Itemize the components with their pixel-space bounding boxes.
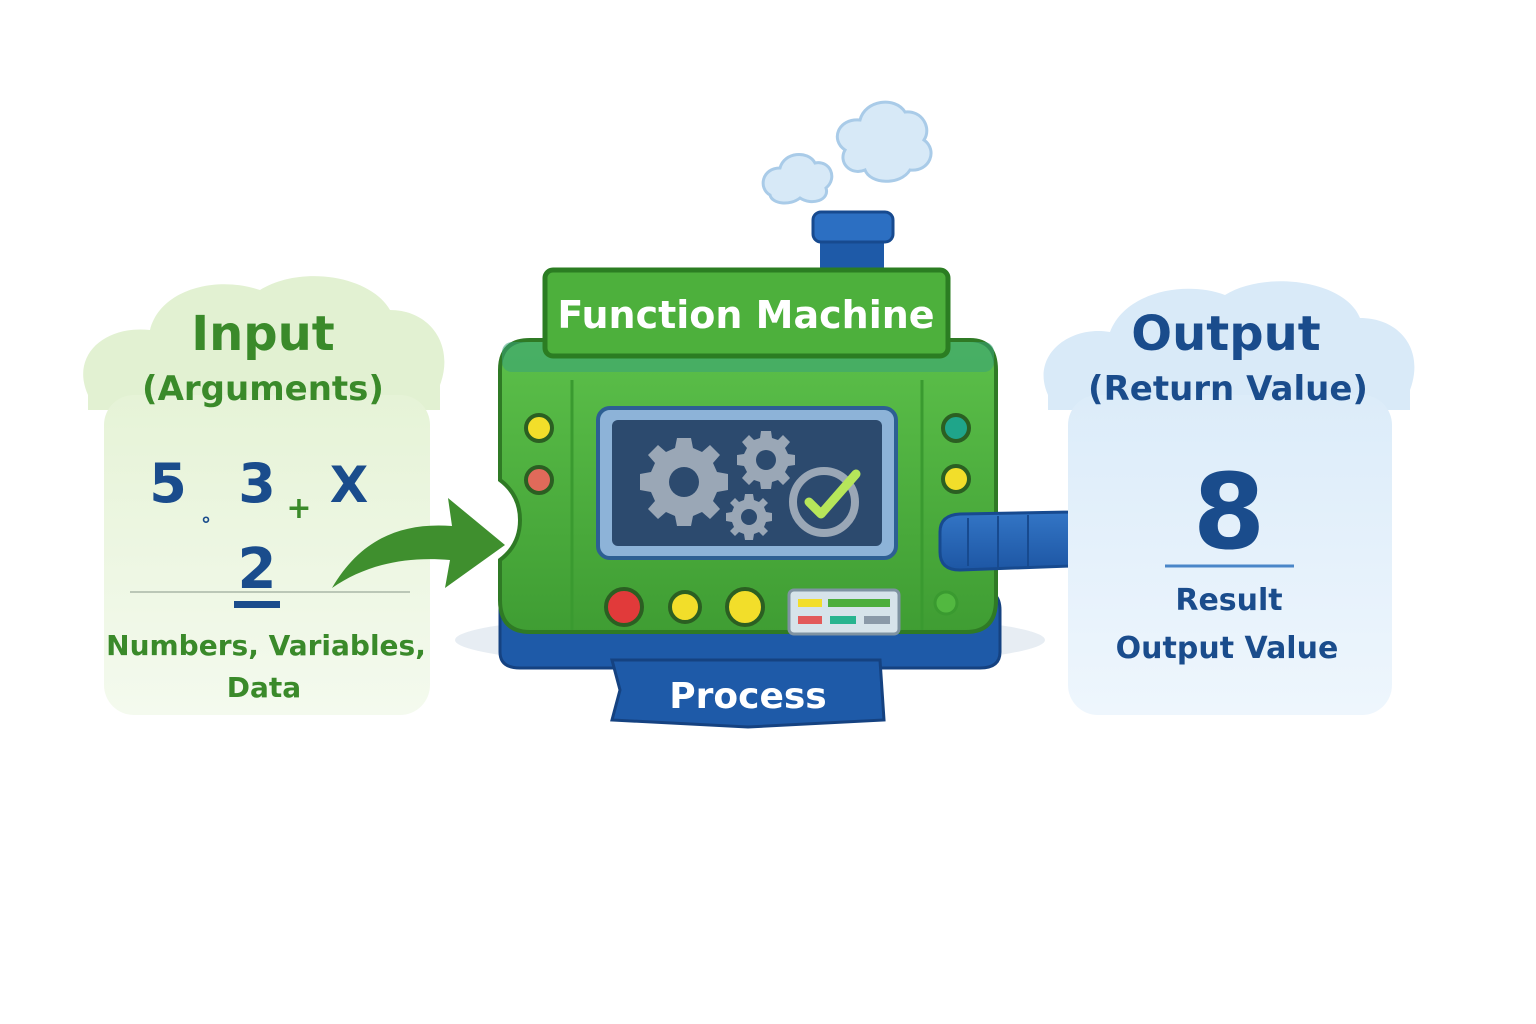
- output-caption-line2: Output Value: [1116, 631, 1339, 666]
- process-ribbon: [610, 658, 886, 729]
- indicator-light-teal-right: [941, 413, 971, 443]
- indicator-light-yellow-left: [524, 413, 554, 443]
- indicator-light-yellow-right: [941, 464, 971, 494]
- indicator-light-red-left: [524, 465, 554, 495]
- control-slot-red: [798, 616, 822, 624]
- machine-chimney-cap: [811, 210, 895, 244]
- checkmark-icon: [789, 467, 861, 537]
- yellow-button-1[interactable]: [668, 590, 702, 624]
- control-slot-green-long: [828, 599, 890, 607]
- control-slot-grey: [864, 616, 890, 624]
- input-caption-line1: Numbers, Variables,: [106, 629, 426, 662]
- input-value-three: 3: [238, 452, 276, 515]
- input-value-two: 2: [238, 537, 277, 602]
- gear-icon: [726, 494, 772, 540]
- machine-title: Function Machine: [557, 293, 934, 337]
- input-two-underline: [234, 601, 280, 608]
- title-plate: [542, 267, 951, 359]
- input-cloud-top: [83, 276, 445, 410]
- steam-cloud-icon: [761, 153, 834, 205]
- control-panel: [787, 588, 901, 636]
- output-panel: [1043, 281, 1415, 715]
- input-symbol-dot: ∘: [200, 507, 213, 531]
- gear-icon: [640, 438, 728, 526]
- output-panel-body: [1068, 395, 1392, 715]
- input-caption-line2: Data: [227, 671, 301, 704]
- input-value-five: 5: [149, 452, 187, 515]
- output-value: 8: [1193, 451, 1265, 573]
- function-machine: [455, 210, 1045, 729]
- gear-icon: [737, 431, 795, 489]
- input-symbol-plus: +: [286, 491, 311, 526]
- control-slot-yellow: [798, 599, 822, 607]
- output-cloud-top: [1043, 281, 1415, 410]
- indicator-light-green-right: [933, 590, 959, 616]
- yellow-button-2[interactable]: [725, 587, 765, 627]
- input-arrow: [332, 498, 505, 588]
- output-caption-line1: Result: [1175, 583, 1282, 618]
- input-panel: [83, 276, 445, 715]
- output-heading: Output: [1131, 306, 1320, 362]
- steam-cloud-icon: [835, 100, 933, 183]
- input-subheading: (Arguments): [142, 369, 384, 409]
- process-label: Process: [669, 676, 826, 717]
- input-variable-x: X: [330, 456, 369, 514]
- red-button[interactable]: [604, 587, 644, 627]
- input-panel-body: [104, 395, 430, 715]
- output-subheading: (Return Value): [1088, 369, 1368, 409]
- control-slot-teal: [830, 616, 856, 624]
- input-heading: Input: [191, 306, 335, 362]
